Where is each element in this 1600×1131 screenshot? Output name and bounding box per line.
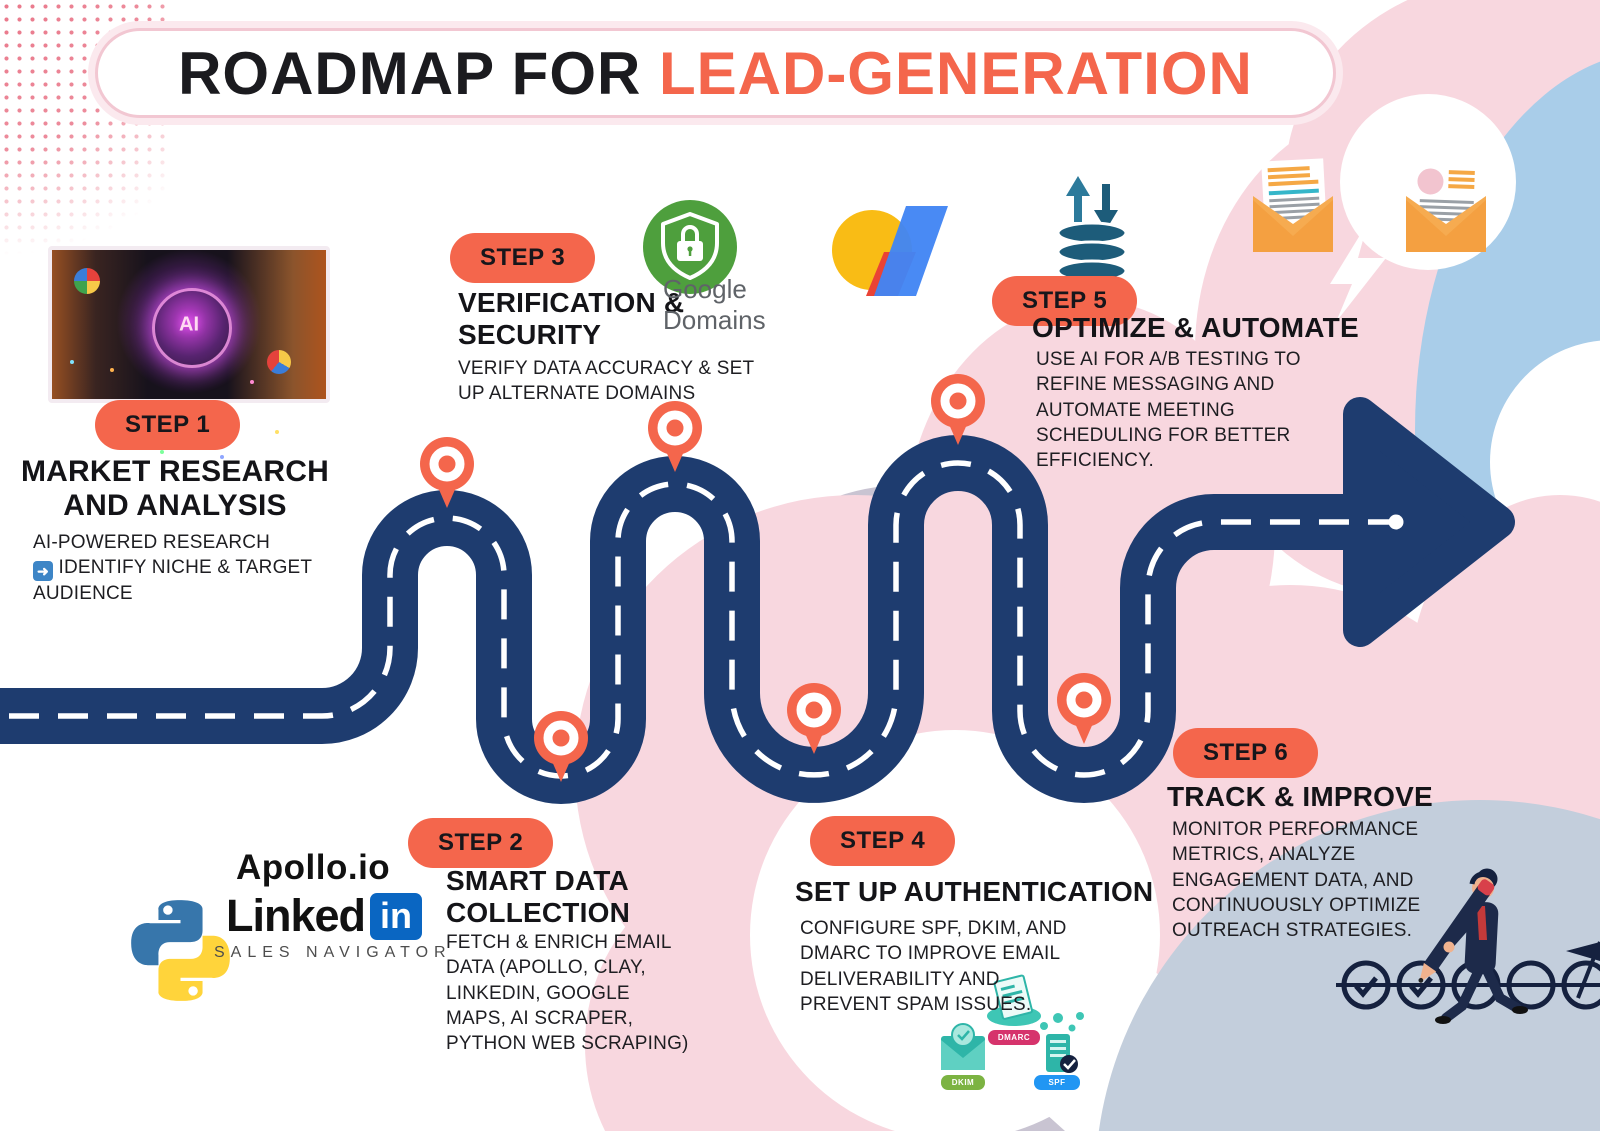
pin-step6 bbox=[1057, 673, 1111, 744]
sales-navigator-label: SALES NAVIGATOR bbox=[214, 944, 452, 961]
ab-lightning-icon bbox=[1330, 222, 1386, 322]
step5-badge: STEP 5 bbox=[992, 276, 1138, 326]
step1-body-line2: IDENTIFY NICHE & TARGET AUDIENCE bbox=[33, 557, 312, 605]
sparkle-dots bbox=[70, 360, 74, 364]
pie-chart-icon bbox=[74, 268, 100, 294]
pin-step2 bbox=[534, 711, 588, 782]
road-center-dashes bbox=[0, 460, 1390, 779]
dkim-label: DKIM bbox=[941, 1075, 985, 1090]
apollo-logo: Apollo.io bbox=[236, 848, 391, 887]
ai-image-label: AI bbox=[179, 313, 199, 335]
shield-lock-icon bbox=[643, 200, 737, 294]
step3-body: VERIFY DATA ACCURACY & SET UP ALTERNATE … bbox=[458, 358, 754, 405]
road-end-dot bbox=[1388, 514, 1404, 530]
linkedin-wordmark: Linked bbox=[226, 890, 366, 941]
pin-step4 bbox=[787, 683, 841, 754]
ai-brain-icon bbox=[152, 287, 232, 368]
person-with-pencil bbox=[1418, 868, 1528, 1024]
step3-heading: VERIFICATION & SECURITY bbox=[458, 287, 685, 350]
pin-step3 bbox=[648, 401, 702, 472]
arrow-right-icon: ➜ bbox=[33, 561, 53, 582]
step1-heading: MARKET RESEARCH AND ANALYSIS bbox=[20, 455, 329, 522]
step4-heading: SET UP AUTHENTICATION bbox=[795, 876, 1154, 907]
page-title-accent: LEAD-GENERATION bbox=[659, 39, 1253, 107]
title-banner: ROADMAP FOR LEAD-GENERATION bbox=[95, 28, 1336, 118]
step1-body-line1: AI-POWERED RESEARCH bbox=[33, 532, 271, 553]
google-domains-icon bbox=[832, 206, 948, 296]
step6-badge: STEP 6 bbox=[1173, 728, 1319, 778]
roadmap-road bbox=[0, 397, 1515, 804]
step-pins bbox=[420, 374, 1111, 782]
linkedin-logo: Linked in bbox=[226, 890, 423, 942]
spf-label: SPF bbox=[1034, 1075, 1080, 1090]
pin-step5 bbox=[931, 374, 985, 445]
ab-test-envelope-b-icon bbox=[1406, 158, 1486, 252]
ab-test-envelope-a-icon bbox=[1253, 158, 1333, 252]
step3-badge: STEP 3 bbox=[450, 233, 596, 283]
pie-chart-icon bbox=[267, 350, 291, 374]
step5-heading: OPTIMIZE & AUTOMATE bbox=[1032, 312, 1359, 343]
road-arrowhead bbox=[1343, 397, 1515, 647]
linkedin-in-icon: in bbox=[370, 892, 423, 940]
step4-body: CONFIGURE SPF, DKIM, AND DMARC TO IMPROV… bbox=[800, 918, 1067, 1015]
step2-body: FETCH & ENRICH EMAIL DATA (APOLLO, CLAY,… bbox=[446, 932, 689, 1055]
finish-flag-icon bbox=[1566, 942, 1600, 961]
step4-badge: STEP 4 bbox=[810, 816, 956, 866]
ai-research-image: AI bbox=[48, 246, 330, 403]
step2-badge: STEP 2 bbox=[408, 818, 554, 868]
spf-icon bbox=[1040, 1012, 1084, 1073]
python-icon bbox=[131, 900, 230, 1001]
ab-label: A/B bbox=[1348, 190, 1395, 220]
step6-body: MONITOR PERFORMANCE METRICS, ANALYZE ENG… bbox=[1172, 819, 1421, 942]
google-domains-label: Google Domains bbox=[663, 274, 766, 335]
step5-body: USE AI FOR A/B TESTING TO REFINE MESSAGI… bbox=[1036, 349, 1301, 472]
dkim-icon bbox=[941, 1023, 985, 1070]
dmarc-icon bbox=[987, 974, 1041, 1026]
step2-heading: SMART DATA COLLECTION bbox=[446, 865, 630, 928]
pin-step1 bbox=[420, 437, 474, 508]
step1-body: AI-POWERED RESEARCH ➜ IDENTIFY NICHE & T… bbox=[33, 530, 333, 607]
step6-heading: TRACK & IMPROVE bbox=[1167, 781, 1433, 812]
step1-badge: STEP 1 bbox=[95, 400, 241, 450]
dmarc-label: DMARC bbox=[988, 1030, 1040, 1045]
page-title: ROADMAP FOR LEAD-GENERATION bbox=[178, 39, 1253, 107]
